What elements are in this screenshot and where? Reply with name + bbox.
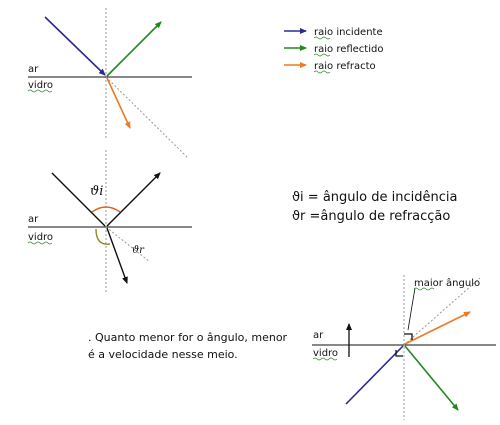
diagram-3: maior ângulo ar vidro xyxy=(312,275,496,420)
spell-underline-glass-3 xyxy=(312,357,338,361)
reflected-ray-3 xyxy=(404,345,459,411)
angle-definitions: ϑi = ângulo de incidência ϑr =ângulo de … xyxy=(292,190,457,224)
angle-incidence-symbol: ϑi xyxy=(90,184,103,199)
refraction-definition: ϑr =ângulo de refracção xyxy=(292,209,450,224)
diagram-1: ar vidro xyxy=(27,8,192,159)
air-label-1: ar xyxy=(28,64,39,75)
legend-reflected-label: raio reflectido xyxy=(314,44,383,55)
note-line-1: . Quanto menor for o ângulo, menor xyxy=(88,331,288,344)
right-angle-mark-upper xyxy=(404,333,413,340)
air-label-3: ar xyxy=(313,330,324,341)
glass-label-2: vidro xyxy=(28,232,53,243)
extended-ray-2 xyxy=(105,226,151,263)
bigger-angle-label: maior ângulo xyxy=(414,277,480,289)
angle-refraction-arc xyxy=(95,228,111,245)
reflected-ray-1 xyxy=(106,21,162,77)
reflected-ray-2 xyxy=(106,172,161,227)
refracted-ray-3 xyxy=(404,311,471,345)
incidence-definition: ϑi = ângulo de incidência xyxy=(292,190,457,205)
spell-underline-maior xyxy=(413,287,435,291)
bigger-angle-pointer xyxy=(407,287,416,331)
spell-underline-raio-2 xyxy=(313,53,331,57)
extended-ray-1 xyxy=(105,76,189,159)
air-label-2: ar xyxy=(28,214,39,225)
legend-refracted-label: raio refracto xyxy=(314,61,376,72)
refracted-ray-2 xyxy=(106,227,128,284)
right-angle-mark-lower xyxy=(395,350,403,357)
spell-underline-glass-1 xyxy=(27,89,53,93)
diagram-2: ϑi ϑr ar vidro xyxy=(27,150,192,292)
note: . Quanto menor for o ângulo, menor é a v… xyxy=(88,331,288,361)
angle-refraction-symbol: ϑr xyxy=(132,245,145,256)
incident-ray-2 xyxy=(51,172,106,227)
refracted-ray-1 xyxy=(106,77,131,129)
glass-label-3: vidro xyxy=(313,348,338,359)
legend: raio incidente raio reflectido raio refr… xyxy=(284,27,383,74)
legend-incident-label: raio incidente xyxy=(314,27,383,38)
note-line-2: é a velocidade nesse meio. xyxy=(88,348,238,361)
incident-ray-1 xyxy=(44,16,106,76)
angle-incidence-arc xyxy=(91,206,121,213)
spell-underline-raio-3 xyxy=(313,70,331,74)
extended-ray-3 xyxy=(403,277,481,346)
spell-underline-raio-1 xyxy=(313,36,331,40)
glass-label-1: vidro xyxy=(28,80,53,91)
incident-ray-3 xyxy=(345,345,404,405)
spell-underline-glass-2 xyxy=(27,241,53,245)
